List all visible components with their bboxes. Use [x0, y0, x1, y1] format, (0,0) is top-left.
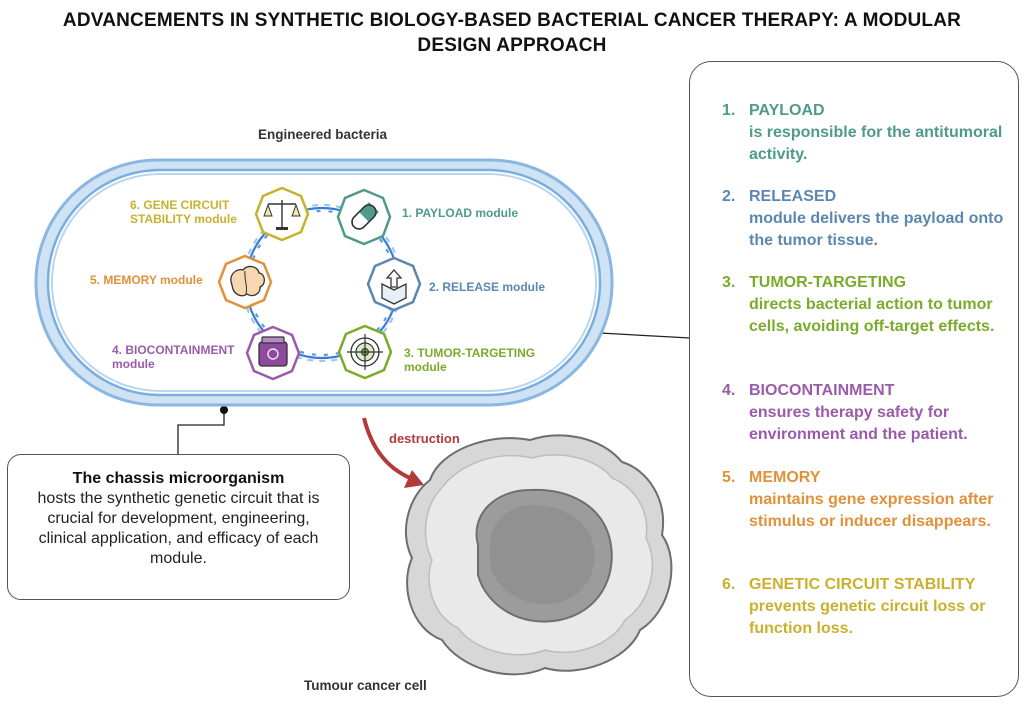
module-label-line: module	[404, 360, 447, 374]
tumour-cancer-cell	[404, 434, 673, 676]
description-number: 5.	[722, 469, 736, 486]
module-label-line: 4. BIOCONTAINMENT	[112, 343, 235, 357]
biohazard-container-icon	[245, 325, 301, 381]
description-biocontainment: 4. BIOCONTAINMENT ensures therapy safety …	[722, 380, 1012, 446]
pill-icon	[336, 188, 392, 246]
description-number: 4.	[722, 382, 736, 399]
module-label-tumor-targeting: 3. TUMOR-TARGETING module	[404, 346, 535, 374]
chassis-text: hosts the synthetic genetic circuit that…	[37, 490, 320, 567]
description-number: 2.	[722, 188, 736, 205]
module-label-line: STABILITY module	[130, 212, 237, 226]
box-release-icon	[366, 256, 422, 312]
module-label-biocontainment: 4. BIOCONTAINMENT module	[112, 343, 234, 371]
module-label-line: 3. TUMOR-TARGETING	[404, 346, 536, 360]
description-name: TUMOR-TARGETING	[749, 274, 907, 291]
module-label-line: module	[112, 357, 155, 371]
description-name: PAYLOAD	[749, 102, 825, 119]
brain-icon	[217, 254, 273, 310]
description-name: RELEASED	[749, 188, 837, 205]
description-text: prevents genetic circuit loss or functio…	[749, 598, 986, 637]
chassis-heading: The chassis microorganism	[72, 470, 285, 487]
description-genetic-circuit-stability: 6. GENETIC CIRCUIT STABILITY prevents gen…	[722, 574, 1012, 640]
description-text: module delivers the payload onto the tum…	[749, 210, 1004, 249]
description-number: 1.	[722, 102, 736, 119]
description-memory: 5. MEMORY maintains gene expression after…	[722, 467, 1012, 533]
module-label-memory: 5. MEMORY module	[90, 273, 203, 287]
module-label-payload: 1. PAYLOAD module	[402, 206, 519, 220]
connector-dot-membrane	[220, 406, 228, 414]
description-text: directs bacterial action to tumor cells,…	[749, 296, 995, 335]
description-name: MEMORY	[749, 469, 821, 486]
description-text: maintains gene expression after stimulus…	[749, 491, 994, 530]
description-text: is responsible for the antitumoral activ…	[749, 124, 1003, 163]
destruction-arrow	[362, 417, 411, 480]
description-name: GENETIC CIRCUIT STABILITY	[749, 576, 976, 593]
description-payload: 1. PAYLOAD is responsible for the antitum…	[722, 100, 1012, 166]
destruction-arrowhead	[404, 470, 424, 488]
description-text: ensures therapy safety for environment a…	[749, 404, 968, 443]
module-label-line: 6. GENE CIRCUIT	[130, 198, 230, 212]
balance-icon	[254, 186, 310, 242]
description-number: 6.	[722, 576, 736, 593]
connector-line-chassis	[177, 410, 225, 455]
description-released: 2. RELEASED module delivers the payload o…	[722, 186, 1012, 252]
chassis-callout: The chassis microorganism hosts the synt…	[7, 454, 350, 600]
description-tumor-targeting: 3. TUMOR-TARGETING directs bacterial acti…	[722, 272, 1012, 338]
description-number: 3.	[722, 274, 736, 291]
cell-label: Tumour cancer cell	[304, 678, 427, 693]
module-label-release: 2. RELEASE module	[429, 280, 546, 294]
target-icon	[337, 324, 393, 380]
destruction-label: destruction	[389, 431, 460, 446]
page-title: ADVANCEMENTS IN SYNTHETIC BIOLOGY-BASED …	[62, 10, 962, 56]
module-descriptions-panel: 1. PAYLOAD is responsible for the antitum…	[689, 61, 1019, 697]
engineered-bacterium	[34, 158, 614, 407]
bacteria-label: Engineered bacteria	[258, 127, 388, 142]
module-label-stability: 6. GENE CIRCUIT STABILITY module	[130, 198, 237, 226]
description-name: BIOCONTAINMENT	[749, 382, 895, 399]
